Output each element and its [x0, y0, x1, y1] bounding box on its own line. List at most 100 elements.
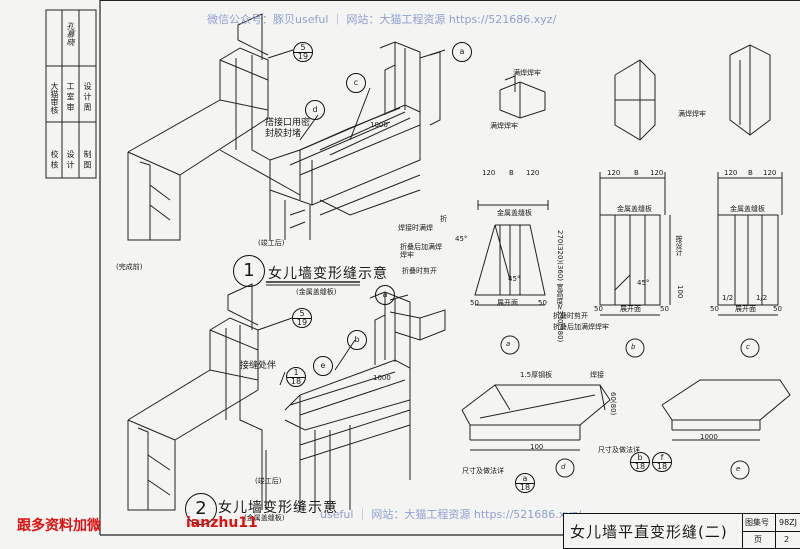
diagram-2-title: 女儿墙变形缝示意: [218, 500, 338, 516]
dim-a-120-left: 120: [482, 169, 496, 177]
metal-cover-c: 金属盖缝板: [730, 205, 765, 213]
dim-1000-d: 100: [530, 443, 544, 451]
diagram-1-number: 1: [233, 255, 265, 287]
plate-d: [461, 384, 611, 451]
plate-e: [661, 379, 791, 441]
parapet-sketch-2: [127, 283, 446, 511]
dim-50-a-left: 50: [470, 299, 479, 307]
label-b: b: [631, 343, 636, 351]
diagram-1-subtitle: (金属盖缝板): [296, 288, 337, 296]
stamp-left: 跟多资料加微: [17, 518, 101, 534]
dim-c-120-right: 120: [763, 169, 777, 177]
title-block: 女儿墙平直变形缝(二) 图集号 98ZJ 页 2: [563, 513, 800, 549]
label-construct-2: (竣工后): [255, 477, 282, 485]
dim-b-120-right: 120: [650, 169, 664, 177]
dim-a-120-right: 120: [526, 169, 540, 177]
dim-c-b: B: [748, 169, 753, 177]
expand-c: 展开面: [735, 305, 756, 313]
half-c-left: 1/2: [722, 294, 734, 302]
atlas-value: 98ZJ: [779, 518, 798, 527]
stamp-right: ianzhu11: [186, 515, 258, 531]
sig-role-3: 设 计 周: [83, 82, 92, 112]
sig-role-2: 工 室 审: [66, 82, 75, 112]
dim-b-b: B: [634, 169, 639, 177]
vertical-dims: 270(320)(360) 宽高度≥330(380): [556, 230, 564, 343]
dim-100-b: 100: [676, 285, 684, 299]
fold-sketch-b: [614, 59, 656, 141]
page-value: 2: [784, 535, 790, 544]
development-a: [474, 200, 549, 306]
label-a: a: [506, 340, 511, 348]
steel-plate-note: 1.5厚钢板: [520, 371, 553, 379]
sig-label-design: 设 计: [66, 150, 75, 169]
ref-c-1: c: [346, 73, 366, 93]
atlas-label: 图集号: [745, 518, 769, 527]
expand-b: 展开面: [620, 305, 641, 313]
half-c-right: 1/2: [756, 294, 768, 302]
dim-50-b-right: 50: [660, 305, 669, 313]
ref-d-1: d: [305, 100, 325, 120]
sig-role-1: 大猫审核: [50, 82, 59, 114]
size-method-e: 尺寸及做法详: [598, 446, 640, 454]
diagram-2-number: 2: [185, 493, 217, 525]
ref-b-2: b: [347, 330, 367, 350]
ref-a-1: a: [452, 42, 472, 62]
dim-1000-1: 1000: [370, 121, 388, 129]
weld-label-top: 满焊焊牢: [513, 69, 541, 77]
ref-e-2: e: [313, 356, 333, 376]
sig-label-check: 校 核: [50, 150, 59, 169]
detail-a-circle: [500, 335, 520, 355]
dim-b-120-left: 120: [607, 169, 621, 177]
dim-c-120-left: 120: [724, 169, 738, 177]
joint-note: 接缝处伴: [240, 361, 277, 371]
watermark-bottom: useful ｜ 网站：大猫工程资源 https://521686.xyz/: [320, 508, 582, 521]
dim-50-c-left: 50: [710, 305, 719, 313]
detail-b-circle: [625, 338, 645, 358]
signature-strip: [45, 9, 97, 179]
detail-c-circle: [740, 338, 760, 358]
label-completed-1: (竣工后): [258, 239, 285, 247]
weld-label-bottom: 满焊焊牢: [490, 122, 518, 130]
size-method-d: 尺寸及做法详: [462, 467, 504, 475]
fold-cut-a: 折叠时剪开: [402, 267, 437, 275]
weld-joint-note: 焊接: [590, 371, 604, 379]
development-b: [599, 172, 671, 316]
weld-fold-note: 焊接时满焊: [398, 224, 433, 232]
fold-after-weld-b: 折叠后加满焊焊牢: [553, 323, 609, 331]
sig-label-draw: 制 图: [83, 150, 92, 169]
fold-sketch-a: [499, 75, 546, 119]
angle-b: 45°: [637, 279, 650, 287]
dim-1000-e: 1000: [700, 433, 718, 441]
seal-note: 搭接口用密封胶封堵: [265, 118, 311, 139]
fold-cut-b: 折叠时剪开: [553, 312, 588, 320]
dim-50-b-left: 50: [594, 305, 603, 313]
per-design-b: 按设计: [675, 235, 683, 256]
handwritten-signature: 孔慕晓: [66, 22, 75, 46]
metal-cover-a: 金属盖缝板: [497, 209, 532, 217]
detail-d-circle: [555, 458, 575, 478]
weld-label-right: 满焊焊牢: [678, 110, 706, 118]
label-before-1: (完成前): [116, 263, 143, 271]
drawing-title: 女儿墙平直变形缝(二): [570, 523, 728, 541]
dim-50-a-right: 50: [538, 299, 547, 307]
watermark-top: 微信公众号：豚贝useful ｜ 网站：大猫工程资源 https://52168…: [207, 13, 557, 26]
metal-cover-b: 金属盖缝板: [617, 205, 652, 213]
page-label: 页: [754, 535, 762, 544]
diagram-2-subtitle: (金属盖缝板): [244, 514, 285, 522]
development-c: [717, 172, 783, 316]
fold-sketch-c: [729, 44, 771, 136]
fold-after-weld-note: 折叠后加满焊焊牢: [400, 243, 442, 260]
parapet-sketch-1: [127, 13, 446, 286]
diagram-1-title: 女儿墙变形缝示意: [268, 266, 388, 282]
dim-60-80: 60(80): [609, 392, 617, 416]
ref-a-2: a: [375, 285, 395, 305]
expand-a: 展开面: [497, 299, 518, 307]
detail-e-circle: [730, 460, 750, 480]
